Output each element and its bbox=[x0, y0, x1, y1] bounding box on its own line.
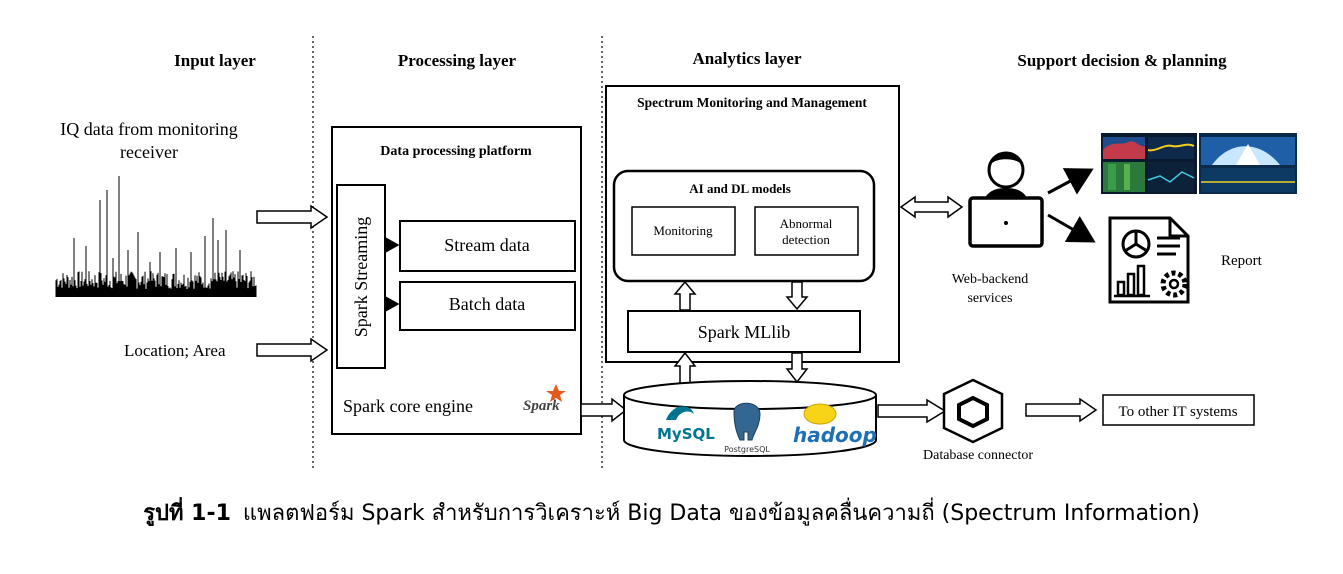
web-backend-label-line1: Web-backend bbox=[952, 272, 1029, 287]
iq-data-label-line1: IQ data from monitoring bbox=[60, 119, 237, 139]
caption-text: แพลตฟอร์ม Spark สำหรับการวิเคราะห์ Big D… bbox=[242, 501, 1200, 526]
hadoop-logo: hadoop bbox=[793, 403, 877, 447]
arrow-iq-to-streaming bbox=[256, 204, 329, 230]
spark-logo-text: Spark bbox=[523, 398, 560, 414]
arrow-user-to-dashboard bbox=[1047, 168, 1094, 195]
batch-data-box bbox=[399, 281, 576, 331]
input-layer-heading: Input layer bbox=[174, 51, 256, 70]
arrow-mllib-to-db bbox=[785, 352, 809, 384]
mysql-logo: MySQL bbox=[657, 406, 715, 443]
arrow-analytics-user bbox=[899, 195, 964, 219]
arrow-platform-to-db bbox=[580, 397, 628, 423]
spectrum-trace bbox=[55, 176, 257, 297]
abnormal-detection-box bbox=[754, 206, 859, 256]
database-connector-label: Database connector bbox=[923, 448, 1033, 463]
platform-title: Data processing platform bbox=[380, 144, 532, 159]
caption-label: รูปที่ 1-1 bbox=[143, 501, 231, 526]
spark-streaming-box bbox=[336, 184, 386, 369]
arrow-models-to-mllib bbox=[785, 281, 809, 311]
spark-mllib-box bbox=[627, 310, 861, 353]
arrow-mllib-to-models bbox=[673, 280, 697, 311]
database-connector-icon bbox=[942, 378, 1004, 444]
monitoring-label: Monitoring bbox=[653, 223, 713, 238]
support-layer-heading: Support decision & planning bbox=[1017, 51, 1227, 70]
web-backend-label-line2: services bbox=[967, 291, 1012, 306]
arrow-connector-to-systems bbox=[1025, 397, 1098, 423]
postgresql-text: PostgreSQL bbox=[724, 445, 770, 454]
monitoring-box bbox=[631, 206, 736, 256]
analytics-layer-heading: Analytics layer bbox=[692, 49, 802, 68]
spectrum-monitoring-title: Spectrum Monitoring and Management bbox=[637, 95, 867, 110]
hadoop-elephant-icon bbox=[803, 403, 837, 425]
web-user-icon bbox=[968, 151, 1044, 248]
ai-dl-models-title: AI and DL models bbox=[689, 181, 791, 196]
processing-layer-heading: Processing layer bbox=[398, 51, 517, 70]
other-it-systems-box bbox=[1102, 394, 1255, 426]
stream-data-box bbox=[399, 220, 576, 272]
iq-data-label-line2: receiver bbox=[120, 142, 178, 162]
spark-core-engine-label: Spark core engine bbox=[343, 396, 473, 416]
report-icon bbox=[1108, 216, 1190, 304]
stream-data-label: Stream data bbox=[444, 235, 529, 255]
spark-logo: Spark bbox=[523, 384, 566, 414]
location-label: Location; Area bbox=[124, 341, 226, 360]
mysql-text: MySQL bbox=[657, 425, 715, 443]
spectrum-plot bbox=[55, 176, 257, 297]
spark-mllib-label: Spark MLlib bbox=[698, 322, 791, 342]
spark-streaming-label: Spark Streaming bbox=[351, 217, 371, 337]
report-label: Report bbox=[1221, 253, 1263, 269]
arrow-db-to-mllib bbox=[673, 351, 697, 385]
abnormal-label-line1: Abnormal bbox=[780, 216, 833, 231]
dashboard-screens-image bbox=[1101, 133, 1297, 194]
hadoop-text: hadoop bbox=[793, 423, 877, 447]
other-it-systems-label: To other IT systems bbox=[1118, 404, 1237, 420]
mysql-dolphin-icon bbox=[666, 406, 694, 420]
figure-caption: รูปที่ 1-1 แพลตฟอร์ม Spark สำหรับการวิเคร… bbox=[0, 492, 1343, 536]
arrow-user-to-report bbox=[1047, 213, 1096, 243]
arrow-location-to-streaming bbox=[256, 337, 329, 363]
abnormal-label-line2: detection bbox=[782, 232, 830, 247]
postgresql-elephant-icon bbox=[733, 402, 761, 441]
spark-star-icon bbox=[546, 384, 566, 402]
postgresql-logo: PostgreSQL bbox=[724, 402, 770, 454]
batch-data-label: Batch data bbox=[449, 294, 525, 314]
arrow-db-to-connector bbox=[877, 398, 947, 424]
